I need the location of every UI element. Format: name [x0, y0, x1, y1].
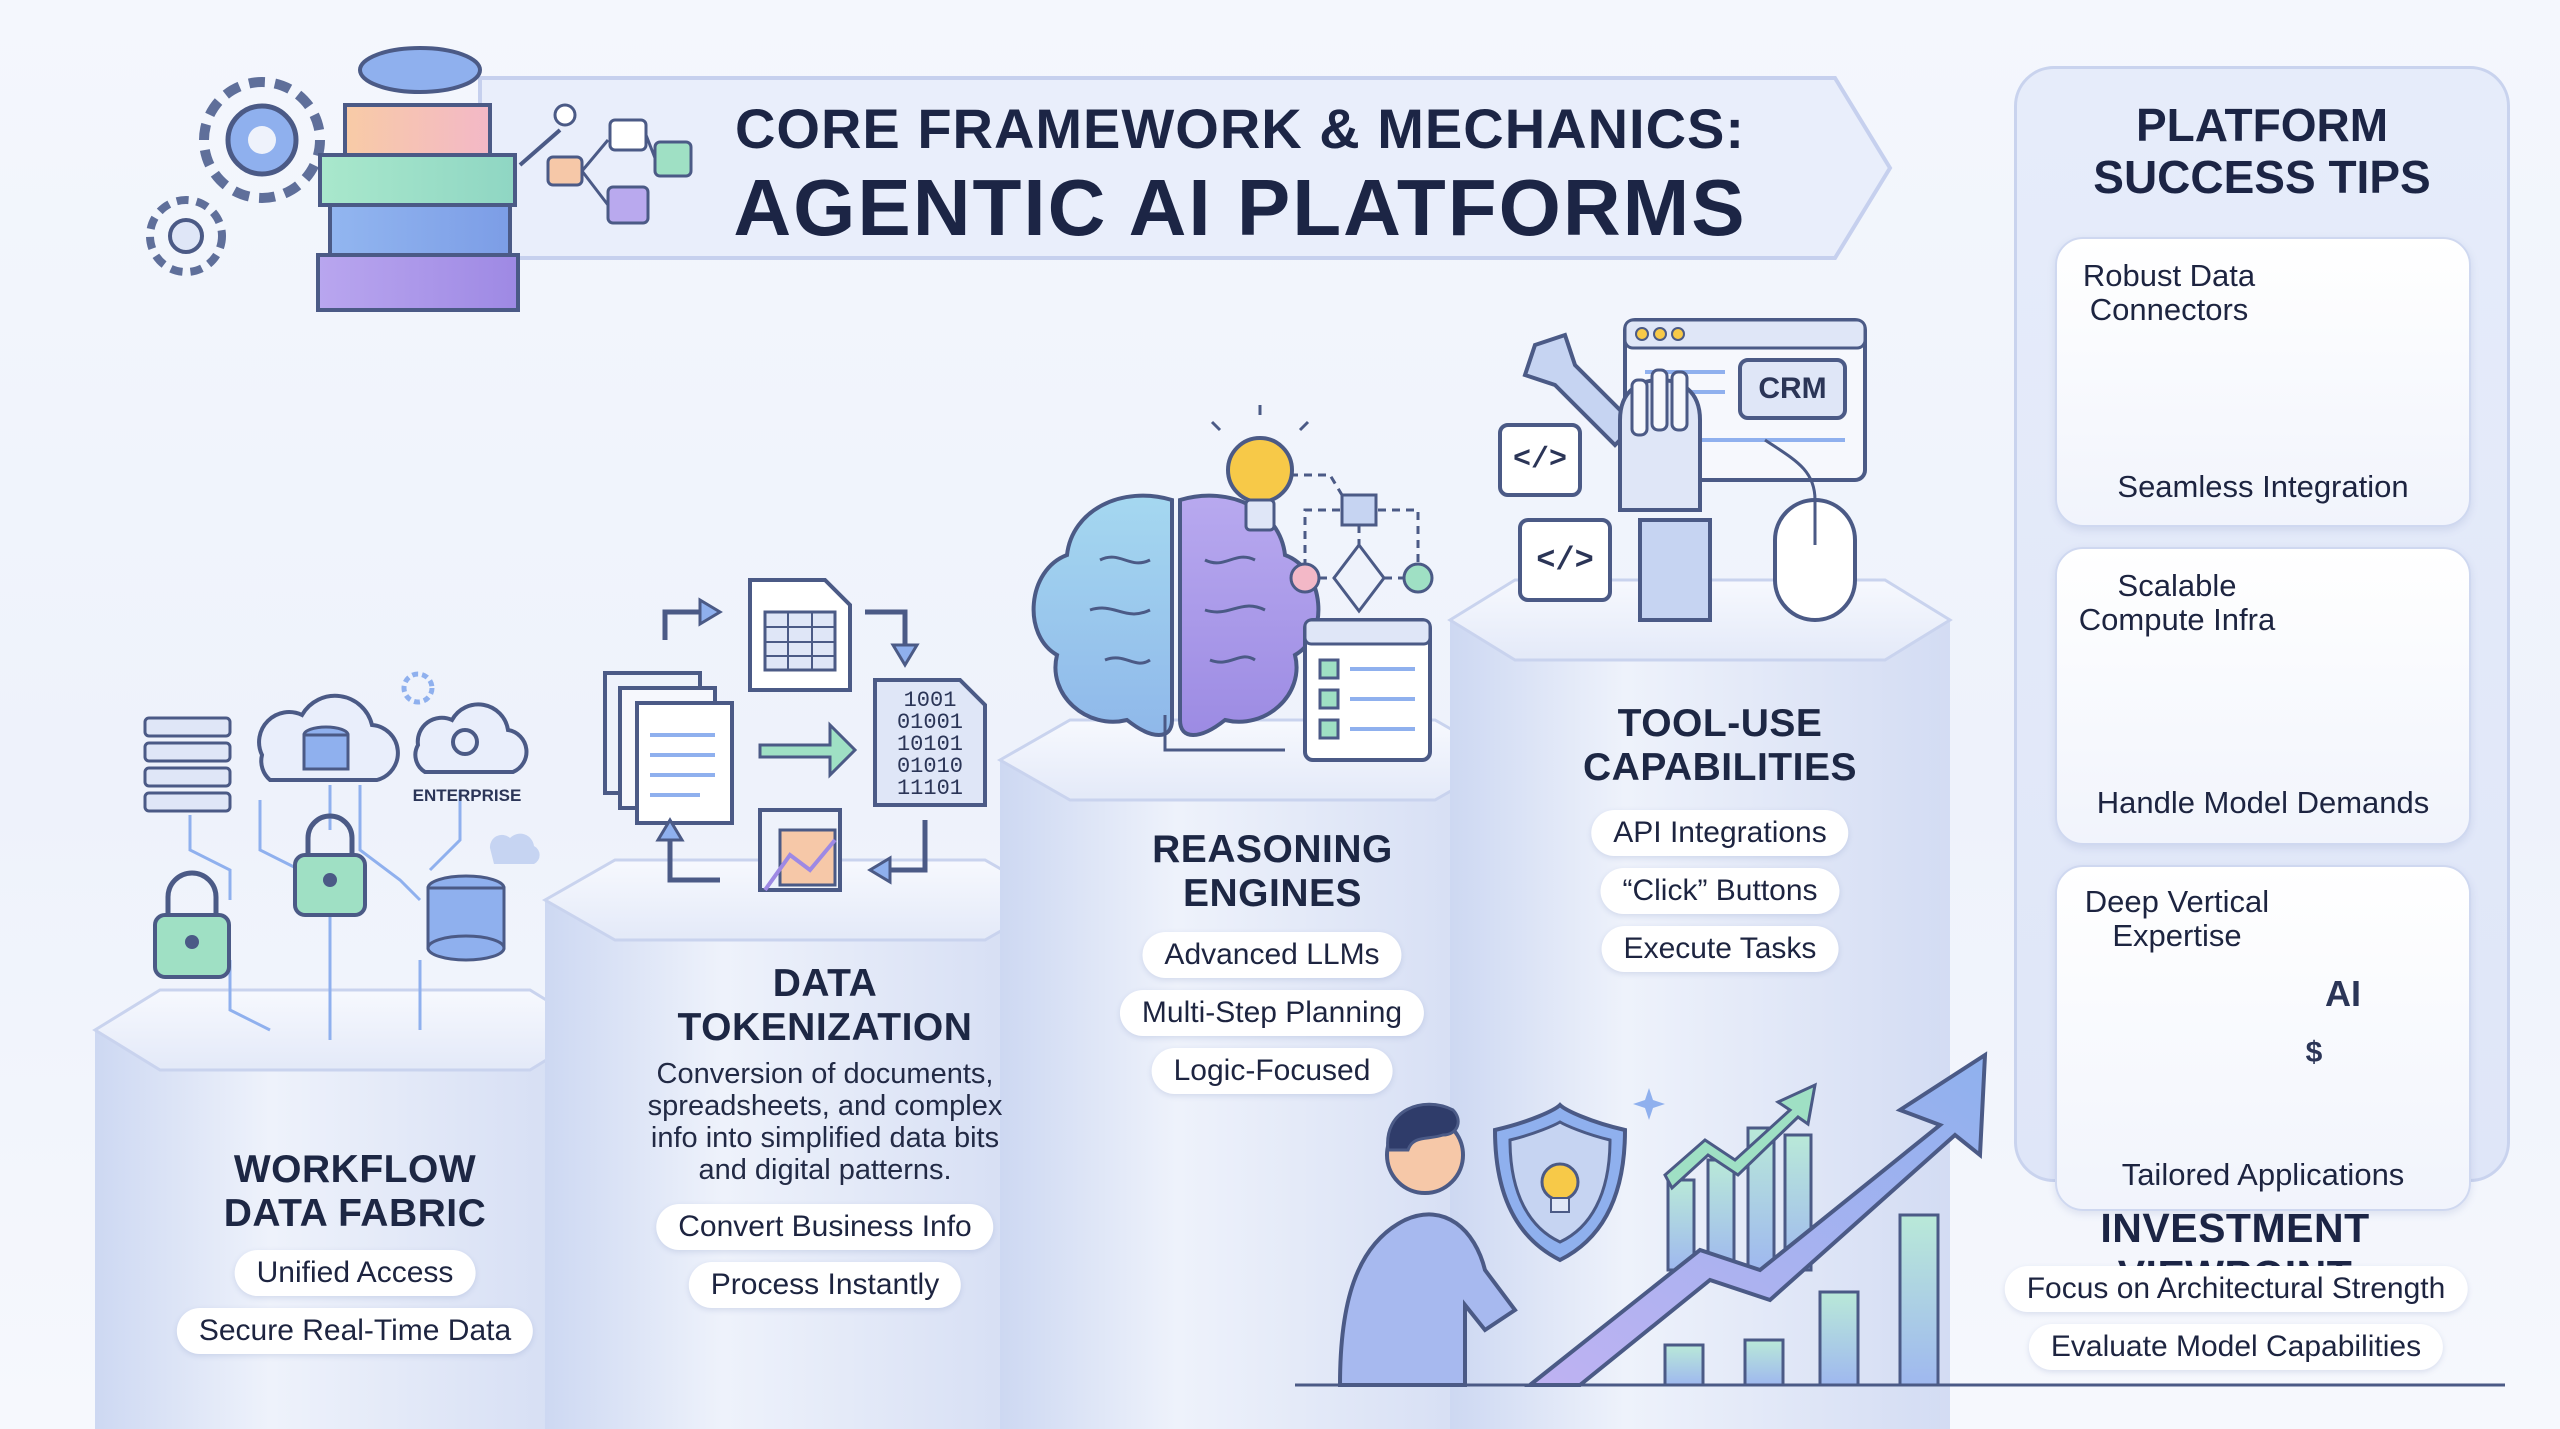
- investment-item: Focus on Architectural Strength: [2004, 1266, 2468, 1312]
- reasoning-item: Logic-Focused: [1151, 1048, 1393, 1094]
- tip-card-compute: Scalable Compute Infra Handle Model Dema…: [2055, 547, 2471, 845]
- workflow-icons: [143, 671, 540, 1040]
- binary-block: 1001 01001 10101 01010 11101: [880, 690, 980, 800]
- binary-line: 10101: [896, 732, 963, 757]
- tip-card-head: Robust Data Connectors: [2069, 259, 2269, 327]
- description-line: info into simplified data bits: [650, 1122, 1000, 1154]
- code-icon: </>: [1536, 542, 1594, 579]
- reasoning-item: Multi-Step Planning: [1119, 990, 1425, 1036]
- description-line: and digital patterns.: [698, 1154, 952, 1186]
- reasoning-icons: [1031, 405, 1434, 762]
- pillar-title-tooluse: TOOL-USE CAPABILITIES: [1515, 702, 1925, 790]
- description-line: Conversion of documents,: [656, 1058, 994, 1090]
- title-block: CORE FRAMEWORK & MECHANICS: AGENTIC AI P…: [470, 72, 1890, 262]
- investment-item: Evaluate Model Capabilities: [2028, 1324, 2444, 1370]
- pillar-title-line1: REASONING: [1152, 828, 1393, 871]
- binary-line: 11101: [896, 776, 963, 801]
- pillar-title-line1: TOOL-USE: [1617, 702, 1823, 745]
- tip-card-head: Scalable Compute Infra: [2057, 569, 2297, 637]
- panel-title: PLATFORM SUCCESS TIPS: [2017, 99, 2507, 203]
- tooluse-item: “Click” Buttons: [1600, 868, 1840, 914]
- tip-card-head-line: Connectors: [2089, 292, 2249, 327]
- pillar-title-reasoning: REASONING ENGINES: [1060, 828, 1485, 916]
- pillar-title-line1: DATA: [772, 962, 878, 1005]
- description-line: spreadsheets, and complex: [647, 1090, 1003, 1122]
- panel-title-line2: SUCCESS TIPS: [2093, 151, 2431, 203]
- tip-card-head-line: Scalable: [2117, 568, 2237, 603]
- tip-card-head-line: Robust Data: [2082, 258, 2256, 293]
- pillar-title-line2: CAPABILITIES: [1583, 746, 1857, 789]
- tip-card-head-line: Expertise: [2112, 918, 2242, 953]
- binary-line: 1001: [903, 688, 957, 713]
- tokenization-description: Conversion of documents, spreadsheets, a…: [600, 1058, 1050, 1186]
- tip-card-expertise: Deep Vertical Expertise AI $ Tailored Ap…: [2055, 865, 2471, 1211]
- crm-label: CRM: [1758, 372, 1827, 405]
- title-line2: AGENTIC AI PLATFORMS: [733, 163, 1747, 252]
- tip-card-head-line: Deep Vertical: [2084, 884, 2270, 919]
- workflow-enterprise-label: ENTERPRISE: [412, 786, 522, 805]
- tip-card-head: Deep Vertical Expertise: [2057, 885, 2297, 953]
- binary-line: 01010: [896, 754, 963, 779]
- tokenization-icons: [603, 578, 987, 892]
- pillar-title-workflow: WORKFLOW DATA FABRIC: [145, 1148, 565, 1236]
- code-icon: </>: [1512, 443, 1567, 477]
- tokenization-item: Process Instantly: [688, 1262, 962, 1308]
- pillar-title-line2: TOKENIZATION: [677, 1006, 973, 1049]
- ai-badge-icon: AI: [2325, 973, 2361, 1014]
- dollar-coin-icon: $: [2305, 1036, 2323, 1069]
- tooluse-icons: [1498, 318, 1867, 622]
- investment-scene: [1295, 1051, 2505, 1387]
- tooluse-item: Execute Tasks: [1601, 926, 1839, 972]
- pillar-title-line2: ENGINES: [1182, 872, 1363, 915]
- tip-card-foot: Seamless Integration: [2117, 469, 2409, 504]
- workflow-item: Secure Real-Time Data: [176, 1308, 534, 1354]
- tip-card-foot: Handle Model Demands: [2096, 785, 2430, 820]
- panel-title-line1: PLATFORM: [2135, 99, 2389, 151]
- tooluse-item: API Integrations: [1591, 810, 1849, 856]
- stack-logo-icon: [146, 46, 693, 312]
- tip-card-head-line: Compute Infra: [2078, 602, 2276, 637]
- pillar-title-line1: WORKFLOW: [233, 1148, 477, 1191]
- pillar-title-tokenization: DATA TOKENIZATION: [600, 962, 1050, 1050]
- title-line1: CORE FRAMEWORK & MECHANICS:: [734, 97, 1746, 160]
- pillar-title-line2: DATA FABRIC: [223, 1192, 487, 1235]
- workflow-item: Unified Access: [234, 1250, 476, 1296]
- tip-card-foot: Tailored Applications: [2121, 1157, 2405, 1192]
- reasoning-item: Advanced LLMs: [1142, 932, 1402, 978]
- tokenization-item: Convert Business Info: [656, 1204, 994, 1250]
- success-tips-panel: PLATFORM SUCCESS TIPS Robust Data Connec…: [2014, 66, 2510, 1211]
- binary-line: 01001: [896, 710, 963, 735]
- tip-card-connectors: Robust Data Connectors Seamless Integrat…: [2055, 237, 2471, 527]
